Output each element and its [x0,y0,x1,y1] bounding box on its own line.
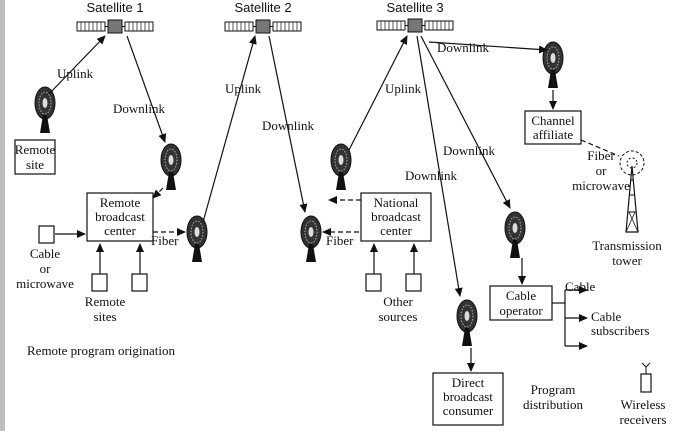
dish-remote-site [34,86,56,134]
downlink-label-4: Downlink [443,143,496,158]
uplink-sat2-arrow [202,35,257,223]
remote-program-origination-label: Remote program origination [27,343,176,358]
downlink-label-1: Downlink [113,101,166,116]
remote-center-label-line3: center [104,223,136,238]
cable-or-microwave-line3: microwave [16,276,74,291]
channel-affiliate-box [524,110,582,145]
transmission-tower-icon [619,150,645,233]
remote-receive-fiber [152,187,164,199]
dish-remote-receive [160,143,182,191]
satellite-3: Satellite 3 [376,0,454,33]
fiber-or-microwave-line1: Fiber [587,148,615,163]
national-center-label-line3: center [380,223,412,238]
satellite-2-label: Satellite 2 [234,0,291,15]
uplink-label-1: Uplink [57,66,94,81]
fiber-or-microwave-line3: microwave [572,178,630,193]
downlink-cable-arrow [420,35,511,209]
downlink-label-5: Downlink [405,168,458,183]
channel-affiliate-label-line1: Channel [531,113,575,128]
broadcast-distribution-diagram: Satellite 1 Satellite 2 Satellite 3 [14,0,667,427]
satellite-1-label: Satellite 1 [86,0,143,15]
dish-channel-affiliate [542,41,564,89]
national-broadcast-center-box [360,192,432,242]
downlink-label-3: Downlink [437,40,490,55]
wireless-receivers-line1: Wireless [621,397,666,412]
dish-national-uplink [330,143,352,191]
uplink-label-2: Uplink [225,81,262,96]
program-distribution-line2: distribution [523,397,583,412]
remote-site-source-box-2 [131,273,148,292]
downlink-sat2-arrow [268,35,308,213]
dish-direct-consumer [456,299,478,347]
transmission-tower-label-line1: Transmission [592,238,662,253]
cable-operator-label-line1: Cable [506,288,537,303]
fiber-or-microwave-line2: or [596,163,608,178]
cable-or-microwave-line2: or [40,261,52,276]
other-sources-label-line1: Other [383,294,413,309]
satellite-3-label: Satellite 3 [386,0,443,15]
downlink-channel-arrow [428,41,548,54]
dish-remote-uplink [186,215,208,263]
cable-or-microwave-line1: Cable [30,246,61,261]
wireless-receiver-icon [640,362,652,393]
uplink-label-3: Uplink [385,81,422,96]
other-source-box-2 [405,273,422,292]
dish-cable-operator [504,211,526,259]
remote-site-box [14,139,56,175]
downlink-label-2: Downlink [262,118,315,133]
transmission-tower-label-line2: tower [612,253,642,268]
cable-subscribers-line1: Cable [591,309,622,324]
remote-site-label-line1: Remote [15,142,56,157]
downlink-direct-arrow [416,35,463,297]
other-sources-label-line2: sources [379,309,418,324]
cable-microwave-source-box [38,225,55,244]
channel-affiliate-label-line2: affiliate [533,127,573,142]
remote-sites-label-line1: Remote [85,294,126,309]
fiber-label-1: Fiber [151,233,179,248]
downlink-sat1-arrow [126,35,167,143]
program-distribution-line1: Program [531,382,576,397]
direct-broadcast-consumer-box [432,372,504,426]
national-center-label-line2: broadcast [371,209,421,224]
national-center-label-line1: National [374,195,419,210]
satellite-2: Satellite 2 [224,0,302,34]
other-source-box-1 [365,273,382,292]
direct-consumer-label-line3: consumer [443,403,494,418]
uplink-remote-site-arrow [48,35,106,95]
affiliate-to-tower-link [580,139,620,157]
cable-subscribers-line2: subscribers [591,323,650,338]
remote-broadcast-center-box [86,192,154,242]
remote-center-label-line2: broadcast [95,209,145,224]
remote-center-label-line1: Remote [100,195,141,210]
cable-label: Cable [565,279,596,294]
remote-site-label-line2: site [26,157,44,172]
direct-consumer-label-line2: broadcast [443,389,493,404]
wireless-receivers-line2: receivers [620,412,667,427]
remote-sites-label-line2: sites [93,309,116,324]
fiber-label-2: Fiber [326,233,354,248]
cable-operator-label-line2: operator [499,303,543,318]
satellite-1: Satellite 1 [76,0,154,34]
remote-site-source-box-1 [91,273,108,292]
uplink-sat3-arrow [348,35,408,151]
dish-national-receive [300,215,322,263]
direct-consumer-label-line1: Direct [452,375,485,390]
